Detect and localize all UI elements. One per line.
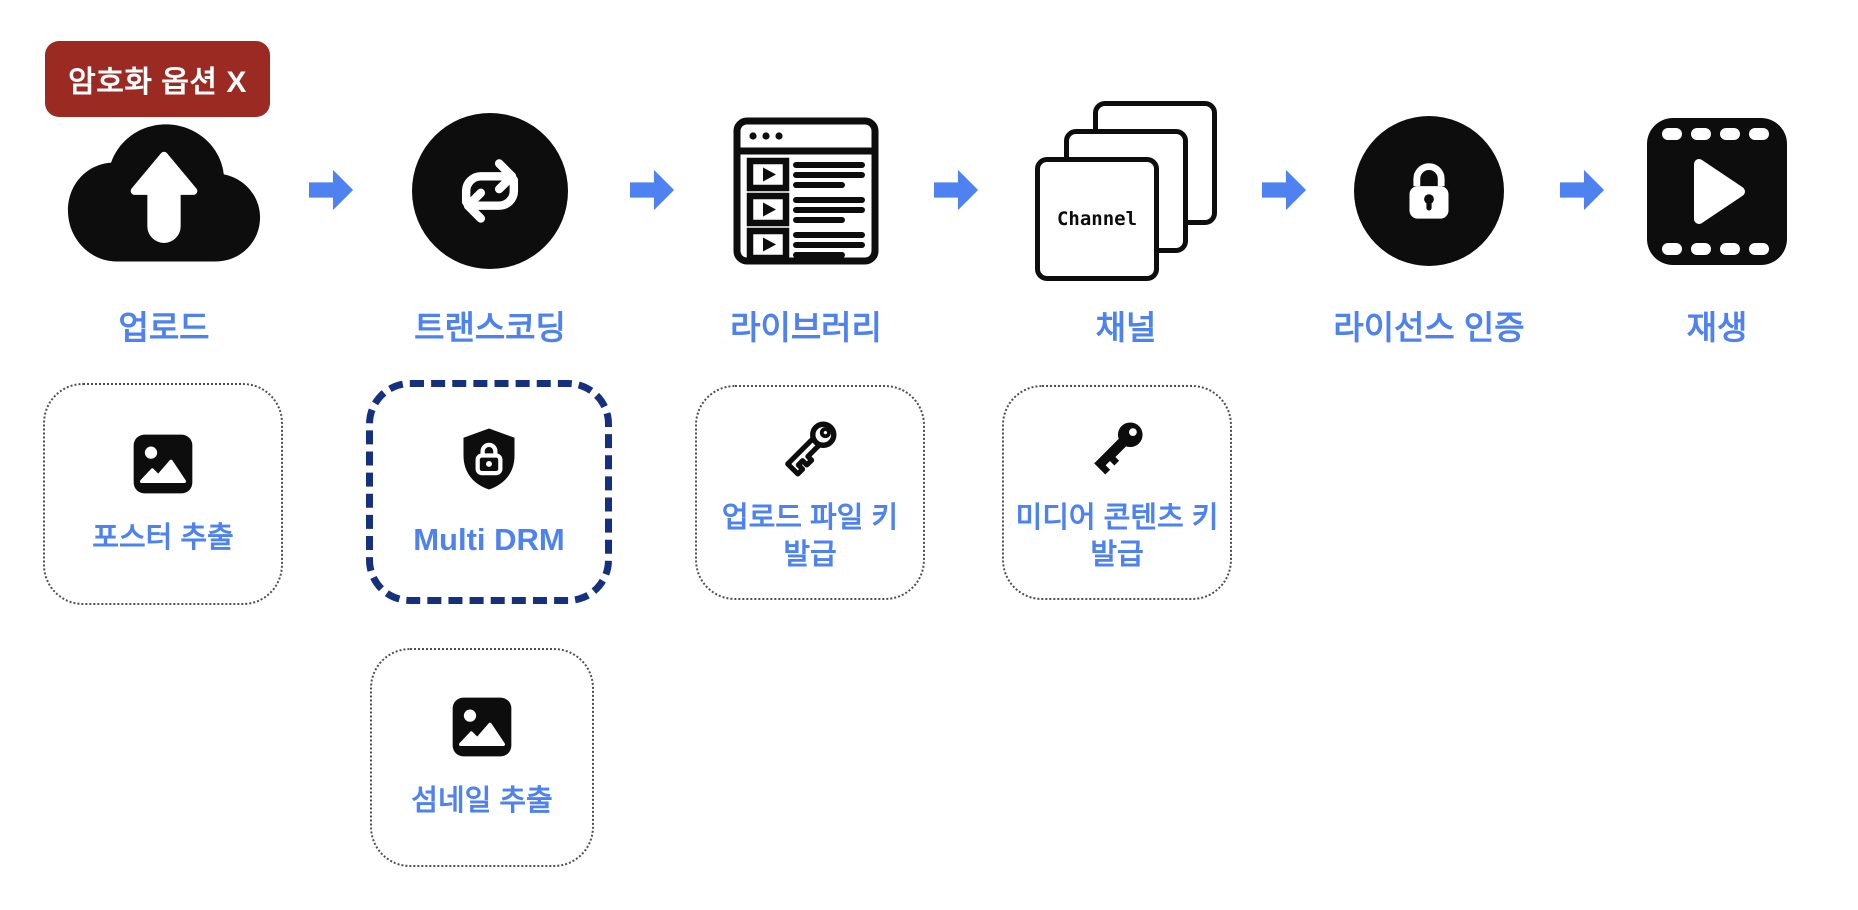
- right-arrow-icon: [934, 169, 979, 211]
- upload-file-key-box: 업로드 파일 키 발급: [695, 385, 925, 600]
- image-icon: [452, 698, 512, 757]
- transcode-circle: [412, 113, 568, 269]
- thumbnail-extract-label: 섬네일 추출: [411, 785, 553, 818]
- film-play-icon: [1647, 117, 1787, 265]
- right-arrow-icon: [630, 169, 675, 211]
- channel-icon-wrap: Channel: [1035, 85, 1217, 297]
- license-circle: [1354, 116, 1504, 266]
- transcode-icon-wrap: [412, 85, 568, 297]
- poster-extract-box: 포스터 추출: [43, 383, 283, 605]
- upload-file-key-label: 업로드 파일 키 발급: [721, 502, 899, 571]
- license-lock-icon: [1409, 163, 1449, 219]
- stage-label-playback: 재생: [1686, 309, 1748, 346]
- poster-extract-label: 포스터 추출: [92, 521, 234, 554]
- key-outline-icon: [785, 421, 837, 477]
- flow-stage-channel: Channel 채널: [996, 85, 1256, 349]
- flow-stage-license: 라이선스 인증: [1299, 85, 1559, 349]
- flow-stage-playback: 재생: [1587, 85, 1847, 349]
- stage-label-channel: 채널: [1095, 309, 1157, 346]
- right-arrow-icon: [309, 169, 354, 211]
- flow-stage-library: 라이브러리: [676, 85, 936, 349]
- transcode-repeat-icon: [461, 159, 519, 223]
- channel-card-text: Channel: [1056, 207, 1138, 230]
- video-library-icon: [733, 117, 879, 265]
- shield-lock-icon: [463, 428, 515, 490]
- stage-label-transcoding: 트랜스코딩: [414, 309, 566, 346]
- right-arrow-icon: [1560, 169, 1605, 211]
- flow-stage-transcoding: 트랜스코딩: [360, 85, 620, 349]
- key-solid-icon: [1094, 422, 1143, 475]
- library-icon-wrap: [732, 85, 880, 297]
- playback-icon-wrap: [1647, 85, 1787, 297]
- flow-stage-upload: 업로드: [34, 85, 294, 349]
- cloud-upload-icon: [67, 124, 261, 262]
- channel-stack-icon: Channel: [1035, 100, 1217, 282]
- thumbnail-extract-box: 섬네일 추출: [370, 648, 594, 867]
- media-content-key-box: 미디어 콘텐츠 키 발급: [1002, 385, 1232, 600]
- media-content-key-label: 미디어 콘텐츠 키 발급: [1015, 502, 1219, 571]
- encryption-option-badge: 암호화 옵션 X: [45, 41, 270, 117]
- stage-label-upload: 업로드: [118, 309, 210, 346]
- stage-label-license: 라이선스 인증: [1333, 309, 1525, 346]
- channel-card-front: Channel: [1035, 156, 1159, 281]
- upload-icon-wrap: [66, 85, 262, 297]
- multi-drm-box: Multi DRM: [366, 380, 612, 604]
- license-icon-wrap: [1354, 85, 1504, 297]
- multi-drm-label: Multi DRM: [413, 521, 565, 557]
- right-arrow-icon: [1262, 169, 1307, 211]
- stage-label-library: 라이브러리: [730, 309, 882, 346]
- image-icon: [133, 434, 193, 494]
